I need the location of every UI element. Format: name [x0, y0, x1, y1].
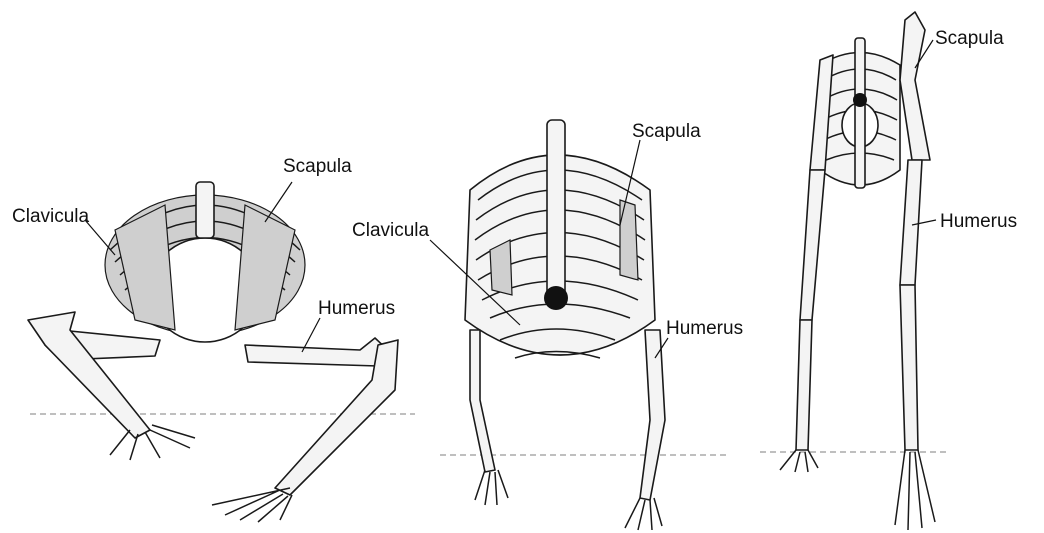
upright-humerus-left [800, 170, 825, 320]
quadruped-forelimb-right [640, 330, 665, 500]
quadruped-hand-right [625, 498, 662, 530]
quadruped-forelimb-left [470, 330, 495, 472]
upright-skeleton [760, 12, 950, 530]
label-clavicula: Clavicula [12, 207, 89, 226]
upright-forearm-left [796, 320, 812, 450]
upright-forearm-right [900, 285, 918, 450]
quadruped-hand-left [475, 470, 508, 505]
sprawling-humerus-right [245, 338, 390, 366]
upright-hand-left [780, 450, 818, 472]
quadruped-scapula-left [490, 240, 512, 295]
upright-humerus-right [900, 160, 922, 285]
label-scapula: Scapula [283, 157, 352, 176]
upright-hand-right [895, 450, 935, 530]
label-humerus: Humerus [940, 212, 1017, 231]
sprawling-hand-left [110, 425, 195, 460]
label-scapula: Scapula [632, 122, 701, 141]
upright-scapula-right [900, 12, 930, 160]
label-clavicula: Clavicula [352, 221, 429, 240]
sprawling-hand-right [212, 488, 292, 522]
label-scapula: Scapula [935, 29, 1004, 48]
sprawling-forearm-left [28, 312, 150, 438]
label-humerus: Humerus [666, 319, 743, 338]
label-humerus: Humerus [318, 299, 395, 318]
